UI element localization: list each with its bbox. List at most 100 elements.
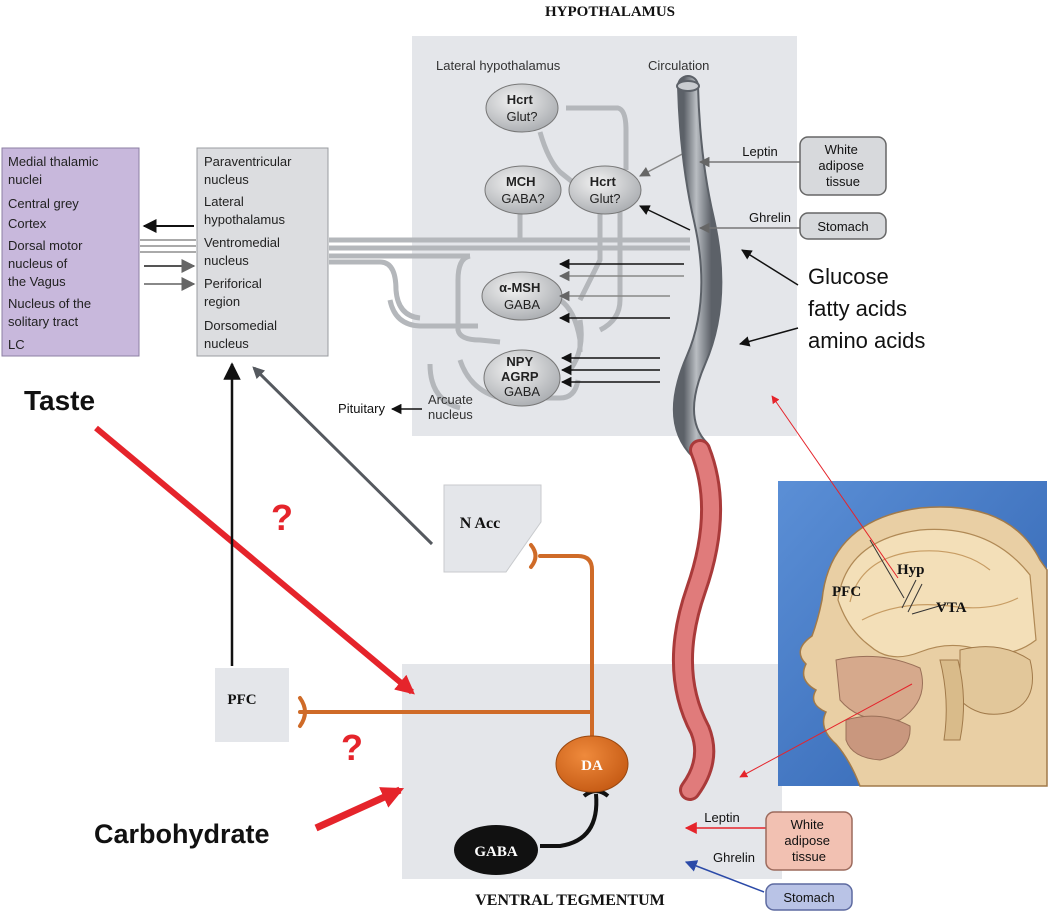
vta-pointer-line: [739, 683, 913, 778]
target-item: Central grey: [8, 196, 79, 211]
dopamine-axons: [298, 543, 594, 742]
lateral-hypothalamus-label: Lateral hypothalamus: [436, 58, 561, 73]
circulation-label: Circulation: [648, 58, 709, 73]
box-text: White: [791, 817, 824, 832]
projection-targets-box: Medial thalamic nuclei Central grey Cort…: [1, 147, 140, 357]
carbohydrate-arrow: [314, 786, 405, 832]
white-adipose-box-bottom: White adipose tissue: [765, 811, 853, 871]
leptin-label-bottom: Leptin: [704, 810, 739, 825]
ghrelin-label-bottom: Ghrelin: [713, 850, 755, 865]
ghrelin-label-top: Ghrelin: [749, 210, 791, 225]
nutrient-text: fatty acids: [808, 296, 907, 321]
svg-text:MCH GABA?: MCH GABA?: [501, 173, 544, 206]
nucleus-item: Periforical: [204, 276, 262, 291]
box-text: adipose: [784, 833, 830, 848]
target-item: Nucleus of the: [8, 296, 91, 311]
nucleus-item: nucleus: [204, 172, 249, 187]
box-text: White: [825, 142, 858, 157]
brain-sagittal-photo: PFC Hyp VTA: [778, 481, 1048, 787]
neuron-label: Hcrt: [507, 92, 534, 107]
box-text: tissue: [826, 174, 860, 189]
ventral-tegmentum-title: VENTRAL TEGMENTUM: [475, 892, 665, 909]
nucleus-item: Paraventricular: [204, 154, 292, 169]
svg-text:NPY AGRP GABA: NPY AGRP GABA: [501, 353, 543, 399]
svg-text:α-MSH GABA: α-MSH GABA: [499, 279, 545, 312]
da-neuron: DA: [555, 735, 629, 793]
photo-label-pfc: PFC: [832, 584, 861, 600]
circulation-input-arrows: [558, 149, 691, 388]
nacc-to-nuclei-arrow: [252, 366, 434, 546]
white-adipose-box-top: White adipose tissue: [799, 136, 887, 196]
target-item: Dorsal motor: [8, 238, 83, 253]
target-item: nuclei: [8, 172, 42, 187]
top-signals: Leptin Ghrelin White adipose tissue Stom…: [698, 136, 925, 353]
box-text: tissue: [792, 849, 826, 864]
neuron-label: Hcrt: [590, 174, 617, 189]
box-text: Stomach: [783, 890, 834, 905]
nucleus-item: Dorsomedial: [204, 318, 277, 333]
neuron-label: NPY: [506, 354, 533, 369]
gaba-neuron: GABA: [454, 825, 538, 875]
target-item: solitary tract: [8, 314, 78, 329]
photo-label-hyp: Hyp: [897, 562, 925, 578]
npy-agrp-neuron: NPY AGRP GABA: [483, 349, 561, 407]
nucleus-item: Lateral: [204, 194, 244, 209]
svg-text:White adipose: White adipose tissue: [818, 142, 867, 189]
target-item: nucleus of: [8, 256, 68, 271]
photo-label-vta: VTA: [936, 600, 967, 616]
pfc-label: PFC: [227, 692, 256, 708]
hcrt-neuron-mid: Hcrt Glut?: [568, 165, 642, 215]
taste-arrow: [94, 425, 415, 695]
nucleus-item: region: [204, 294, 240, 309]
hypothalamus-title: HYPOTHALAMUS: [545, 4, 675, 20]
arcuate-nucleus-label: Arcuate nucleus: [428, 392, 476, 422]
nutrient-text: amino acids: [808, 328, 925, 353]
taste-label: Taste: [24, 385, 95, 416]
neuron-label: GABA: [504, 384, 540, 399]
neuron-label: Glut?: [506, 109, 537, 124]
nacc-label: N Acc: [460, 515, 500, 532]
hyp-pointer-line: [771, 395, 899, 579]
bottom-signals: Leptin Ghrelin White adipose tissue Stom…: [684, 810, 853, 911]
target-item: LC: [8, 337, 25, 352]
nutrients-label: Glucose fatty acids amino acids: [808, 264, 925, 353]
blood-vessel: [671, 75, 723, 801]
neuron-label: α-MSH: [499, 280, 540, 295]
hypothalamic-nuclei-box: Paraventricular nucleus Lateral hypothal…: [196, 147, 329, 357]
nucleus-item: hypothalamus: [204, 212, 285, 227]
target-item: Cortex: [8, 216, 47, 231]
svg-text:Paraventricular nucleus: Paraventricular nucleus Lateral hypothal…: [204, 154, 295, 351]
target-item: the Vagus: [8, 274, 66, 289]
hypothalamic-wiring: [329, 105, 690, 411]
box-connection-arrows: [140, 219, 196, 291]
target-item: Medial thalamic: [8, 154, 99, 169]
gaba-label: GABA: [474, 844, 518, 860]
hcrt-neuron-top: Hcrt Glut?: [485, 83, 559, 133]
da-label: DA: [581, 758, 603, 774]
nucleus-item: nucleus: [204, 336, 249, 351]
pituitary-label: Pituitary: [338, 401, 385, 416]
svg-text:Medial thalamic nuclei: Medial thalamic nuclei Central grey Cort…: [8, 154, 102, 352]
nucleus-item: Ventromedial: [204, 235, 280, 250]
svg-text:Hcrt Glut?: Hcrt Glut?: [589, 173, 620, 206]
carbohydrate-label: Carbohydrate: [94, 819, 270, 849]
box-text: Stomach: [817, 219, 868, 234]
leptin-label-top: Leptin: [742, 144, 777, 159]
pfc-box: PFC: [215, 668, 289, 742]
nacc-box: N Acc: [443, 484, 542, 573]
neuron-label: MCH: [506, 174, 536, 189]
alpha-msh-neuron: α-MSH GABA: [481, 271, 563, 321]
stomach-box-bottom: Stomach: [765, 883, 853, 911]
question-mark-lower: ?: [341, 727, 363, 768]
nucleus-item: nucleus: [204, 253, 249, 268]
neuron-label: GABA: [504, 297, 540, 312]
neuron-label: GABA?: [501, 191, 544, 206]
neuron-label: AGRP: [501, 369, 539, 384]
mch-neuron: MCH GABA?: [484, 165, 562, 215]
svg-text:Hcrt Glut?: Hcrt Glut?: [506, 91, 537, 124]
neuron-label: Glut?: [589, 191, 620, 206]
nutrient-text: Glucose: [808, 264, 889, 289]
stomach-box-top: Stomach: [799, 212, 887, 240]
box-text: adipose: [818, 158, 864, 173]
